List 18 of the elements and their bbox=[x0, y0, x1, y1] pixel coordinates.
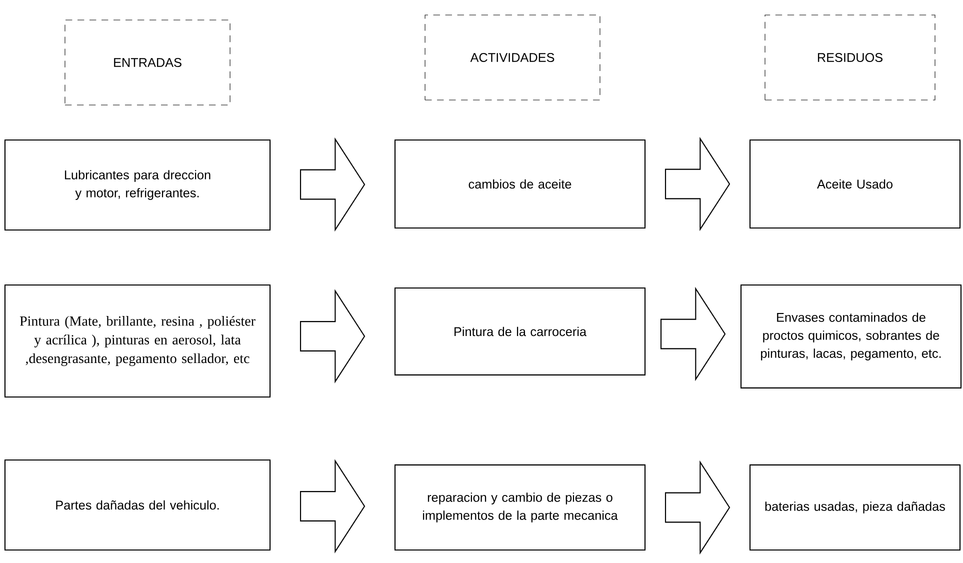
process-box: Pintura de la carroceria bbox=[394, 288, 646, 376]
process-box: baterias usadas, pieza dañadas bbox=[749, 464, 961, 551]
block-arrow bbox=[664, 136, 730, 232]
block-arrow bbox=[300, 289, 366, 384]
header-box: ACTIVIDADES bbox=[424, 14, 600, 100]
process-box: cambios de aceite bbox=[394, 139, 646, 229]
process-box: Pintura (Mate, brillante, resina , poliéster y acrílica ), pinturas en aerosol, lata ,desengrasante, pegamento sellador, etc bbox=[4, 284, 271, 398]
block-arrow bbox=[660, 286, 726, 382]
process-box: Lubricantes para dreccion y motor, refrigerantes. bbox=[4, 139, 271, 231]
block-arrow bbox=[300, 137, 366, 232]
block-arrow bbox=[664, 460, 730, 555]
block-arrow bbox=[300, 459, 366, 554]
process-box: Partes dañadas del vehiculo. bbox=[4, 459, 271, 551]
process-box: Envases contaminados de proctos quimicos, sobrantes de pinturas, lacas, pegamento, etc. bbox=[740, 284, 962, 388]
process-box: reparacion y cambio de piezas o implementos de la parte mecanica bbox=[394, 464, 646, 551]
header-box: ENTRADAS bbox=[64, 20, 230, 106]
process-box: Aceite Usado bbox=[749, 139, 961, 229]
header-box: RESIDUOS bbox=[764, 14, 936, 100]
